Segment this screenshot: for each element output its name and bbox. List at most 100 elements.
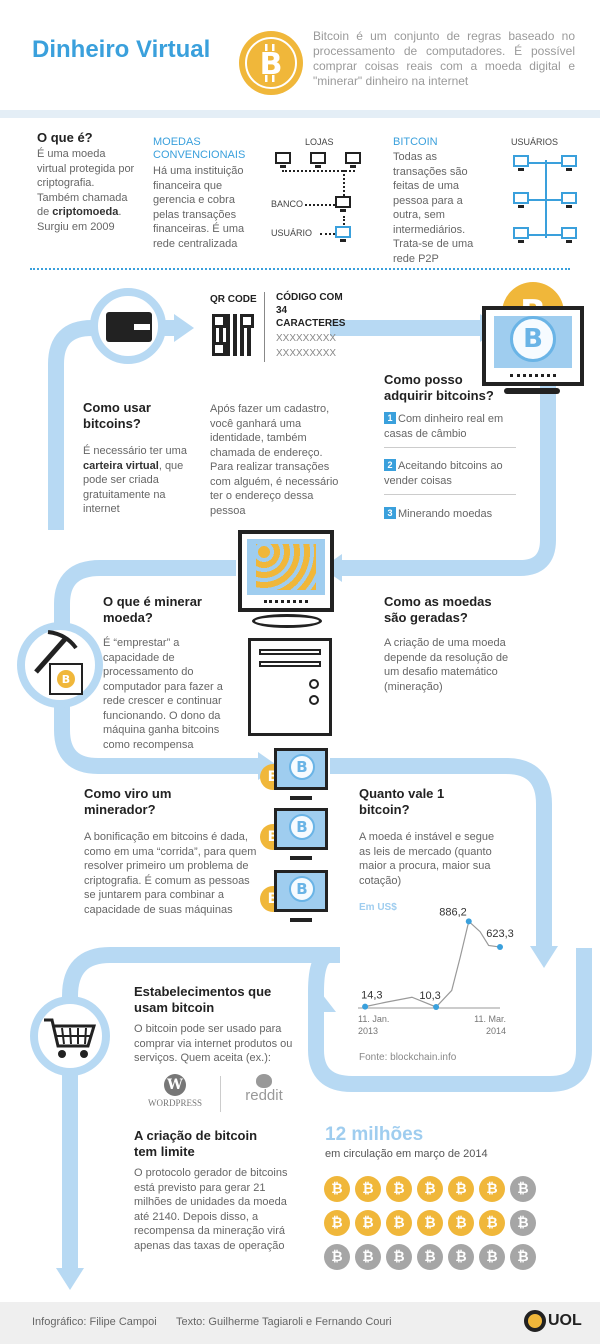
- uol-brand: UOL: [548, 1312, 582, 1329]
- user-computer-icon: [335, 226, 351, 242]
- store-computer-icon: [275, 152, 291, 168]
- user-computer-icon: [513, 155, 529, 171]
- qr-separator: [264, 292, 265, 362]
- centralized-diagram: LOJAS BANCO USUÁRIO: [265, 134, 370, 254]
- qr-code-icon: [212, 314, 254, 356]
- miner-title: Como viro um minerador?: [84, 786, 172, 817]
- footer-bar: [0, 1302, 600, 1344]
- conventional-title: MOEDAS CONVENCIONAIS: [153, 136, 246, 161]
- bank-line: [305, 204, 335, 206]
- chart-source: Fonte: blockchain.info: [359, 1052, 457, 1063]
- generated-text: A criação de uma moeda depende da resolu…: [384, 637, 509, 693]
- p2p-diagram: USUÁRIOS: [505, 134, 585, 254]
- shops-title: Estabelecimentos que usam bitcoin: [134, 984, 272, 1015]
- bitcoin-coin-icon: ₿: [324, 1210, 350, 1236]
- acquire-title: Como posso adquirir bitcoins?: [384, 372, 494, 403]
- use-text-block: É necessário ter uma carteira virtual, q…: [83, 444, 193, 517]
- use-text-a: É necessário ter uma: [83, 445, 187, 457]
- bitcoin-coin-icon: ₿: [417, 1210, 443, 1236]
- footer-credits-text: Texto: Guilherme Tagiaroli e Fernando Co…: [176, 1316, 392, 1328]
- limit-title: A criação de bitcoin tem limite: [134, 1128, 258, 1159]
- shops-text: O bitcoin pode ser usado para comprar vi…: [134, 1023, 293, 1064]
- bitcoin-coin-icon: ₿: [355, 1176, 381, 1202]
- what-text: É uma moeda virtual protegida por cripto…: [37, 148, 135, 218]
- bitcoin-network-text: Todas as transações são feitas de uma pe…: [393, 151, 474, 265]
- bitcoin-network-title: BITCOIN: [393, 136, 438, 148]
- user-computer-icon: [513, 192, 529, 208]
- code-label: CÓDIGO COM 34 CARACTERES: [276, 292, 346, 329]
- chart-data-label: 10,3: [419, 990, 440, 1002]
- circulation-amount: 12 milhões: [325, 1124, 424, 1145]
- qr-label: QR CODE: [210, 294, 257, 305]
- bitcoin-coin-icon: ₿: [510, 1210, 536, 1236]
- chart-point: [362, 1003, 369, 1010]
- code-line-2: XXXXXXXXX: [276, 348, 337, 359]
- uol-logo-icon: [524, 1310, 546, 1332]
- store-computer-icon: [310, 152, 326, 168]
- bitcoin-coin-icon: ₿: [479, 1244, 505, 1270]
- users-label: USUÁRIOS: [511, 137, 559, 147]
- user-label: USUÁRIO: [271, 228, 313, 238]
- header-description: Bitcoin é um conjunto de regras baseado …: [313, 29, 575, 88]
- bitcoin-coin-icon: ₿: [386, 1176, 412, 1202]
- circulation-subtitle: em circulação em março de 2014: [325, 1148, 488, 1160]
- limit-text: O protocolo gerador de bitcoins está pre…: [134, 1167, 288, 1252]
- x-tick-label: 11. Mar.: [474, 1014, 506, 1024]
- header-divider: [0, 110, 600, 118]
- shopping-cart-icon: [44, 1018, 97, 1058]
- miner-computers: B B B B B B: [260, 748, 330, 934]
- monitor-stand: [252, 614, 322, 628]
- svg-text:B: B: [62, 673, 70, 686]
- bitcoin-coin-icon: ₿: [479, 1176, 505, 1202]
- chart-unit: Em US$: [359, 902, 397, 913]
- use-strong: carteira virtual: [83, 459, 159, 472]
- p2p-link: [525, 234, 565, 236]
- bitcoin-coin-icon: ₿: [386, 1244, 412, 1270]
- acquire-item-text: Minerando moedas: [398, 508, 493, 520]
- bank-link: [343, 170, 345, 200]
- wallet-icon: [106, 312, 152, 342]
- bitcoin-coin-icon: ₿: [510, 1244, 536, 1270]
- chart-point: [465, 918, 472, 925]
- value-title: Quanto vale 1 bitcoin?: [359, 786, 445, 817]
- bitcoin-coin-icon: ₿: [510, 1176, 536, 1202]
- bitcoin-coin-icon: ₿: [417, 1176, 443, 1202]
- bitcoin-coin-icon: ₿: [448, 1244, 474, 1270]
- user-computer-icon: [561, 192, 577, 208]
- x-tick-label: 2014: [486, 1026, 506, 1036]
- what-text-end: . Surgiu em 2009: [37, 206, 122, 233]
- cart-circle: [30, 996, 110, 1076]
- chart-data-label: 886,2: [439, 906, 467, 918]
- wordpress-text: WORDPRESS: [147, 1098, 202, 1108]
- mining-title: O que é minerar moeda?: [103, 594, 202, 625]
- monitor-stand: [504, 388, 560, 394]
- chart-point: [497, 944, 503, 951]
- svg-text:B: B: [260, 47, 283, 82]
- user-link: [343, 216, 345, 232]
- p2p-link: [525, 162, 565, 164]
- what-strong: criptomoeda: [52, 206, 119, 218]
- footer-credits-graphic: Infográfico: Filipe Campoi: [32, 1316, 157, 1328]
- user-computer-icon: [561, 155, 577, 171]
- what-text-block: É uma moeda virtual protegida por cripto…: [37, 147, 137, 234]
- bitcoin-coin-icon: ₿: [386, 1210, 412, 1236]
- item-divider: [384, 494, 516, 495]
- value-text: A moeda é instável e segue as leis de me…: [359, 831, 495, 887]
- computer-tower-icon: [248, 638, 332, 736]
- use-title: Como usar bitcoins?: [83, 400, 151, 431]
- reddit-text: reddit: [245, 1087, 283, 1104]
- mining-text: É “emprestar” a capacidade de processame…: [103, 637, 223, 751]
- acquire-item-number: 1: [384, 412, 396, 424]
- bitcoin-logo-icon: B: [239, 31, 303, 95]
- bitcoin-coin-icon: ₿: [355, 1244, 381, 1270]
- monitor-icon: B: [482, 306, 584, 386]
- generated-title: Como as moedas são geradas?: [384, 594, 492, 625]
- page-title: Dinheiro Virtual: [32, 36, 211, 63]
- chart-point: [433, 1003, 440, 1010]
- reddit-logo: reddit: [240, 1074, 288, 1104]
- qr-text: Após fazer um cadastro, você ganhará uma…: [210, 403, 339, 517]
